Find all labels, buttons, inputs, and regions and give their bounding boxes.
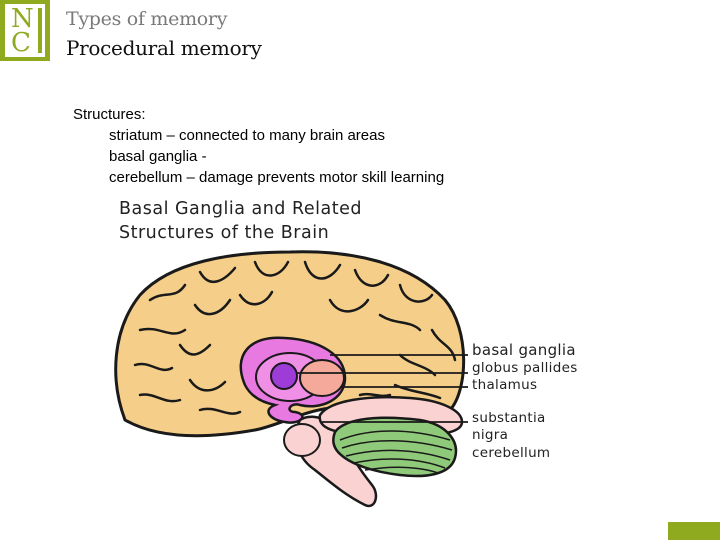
figure-title-line2: Structures of the Brain — [119, 223, 330, 243]
cerebellum-folia — [339, 430, 453, 474]
label-basal-ganglia: basal ganglia — [472, 341, 576, 359]
figure-title-line1: Basal Ganglia and Related — [119, 199, 362, 219]
label-globus-pallides: globus pallides — [472, 360, 578, 376]
list-item-cerebellum: cerebellum – damage prevents motor skill… — [109, 169, 445, 186]
slide-title: Procedural memory — [66, 36, 262, 60]
logo-inner: N C — [5, 4, 45, 57]
list-item-basal-ganglia: basal ganglia - — [109, 148, 207, 165]
globus-pallidus — [270, 362, 298, 390]
logo-letter-c: C — [11, 28, 31, 58]
label-substantia: substantia — [472, 410, 546, 426]
leader-lines — [297, 354, 468, 423]
brain-diagram — [114, 250, 468, 508]
slide-subtitle: Types of memory — [66, 8, 228, 30]
label-nigra: nigra — [472, 427, 509, 443]
figure-title: Basal Ganglia and Related Structures of … — [119, 197, 362, 245]
label-thalamus: thalamus — [472, 377, 538, 393]
structures-list: Structures: striatum – connected to many… — [73, 104, 444, 188]
corner-accent — [668, 522, 720, 540]
logo-bar — [38, 8, 42, 53]
thalamus — [299, 359, 345, 397]
structures-heading: Structures: — [73, 106, 146, 123]
label-cerebellum: cerebellum — [472, 445, 551, 461]
logo: N C — [0, 0, 50, 61]
list-item-striatum: striatum – connected to many brain areas — [109, 127, 385, 144]
cortex-folds — [133, 260, 457, 415]
pons — [283, 423, 321, 457]
logo-letter-n: N — [11, 4, 34, 34]
